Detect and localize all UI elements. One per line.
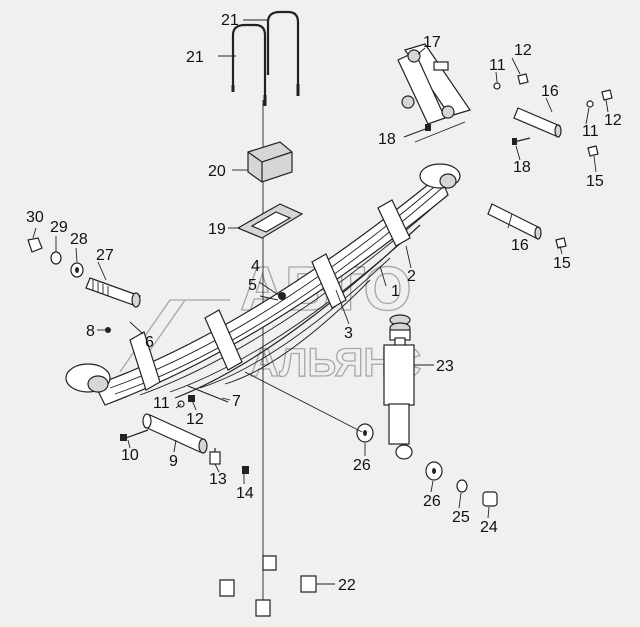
callout-5: 5 <box>248 277 257 294</box>
callout-18-upper: 18 <box>378 131 396 148</box>
callout-4: 4 <box>251 258 260 275</box>
shackle-leader <box>414 121 466 143</box>
nut-30 <box>27 237 43 253</box>
front-pin-9 <box>142 413 208 454</box>
hanger-pin-27 <box>85 277 141 308</box>
callout-22: 22 <box>338 577 356 594</box>
washer-11-right <box>586 100 594 108</box>
leader-lines <box>32 19 609 585</box>
callout-18-lower: 18 <box>513 159 531 176</box>
spring-pad-20 <box>247 141 293 183</box>
callout-1: 1 <box>391 283 400 300</box>
grease-nipple-15-lower <box>555 237 567 249</box>
callout-24: 24 <box>480 519 498 536</box>
callout-27: 27 <box>96 247 114 264</box>
shock-absorber-23 <box>383 314 415 460</box>
nut-12-right <box>601 89 613 101</box>
nut-14 <box>242 466 249 474</box>
callout-23: 23 <box>436 358 454 375</box>
callout-11-upper: 11 <box>489 57 506 74</box>
callout-10: 10 <box>121 447 139 464</box>
washer-25 <box>456 479 468 493</box>
callout-26-right: 26 <box>423 493 441 510</box>
callout-26-left: 26 <box>353 457 371 474</box>
callout-15-upper: 15 <box>586 173 604 190</box>
shock-leader <box>244 371 363 433</box>
callout-14: 14 <box>236 485 254 502</box>
callout-30: 30 <box>26 209 44 226</box>
bolt-18-lower <box>512 137 531 145</box>
callout-21-left: 21 <box>186 49 204 66</box>
spacer-plate-19 <box>236 203 304 239</box>
shackle-17 <box>397 43 471 125</box>
callout-20: 20 <box>208 163 226 180</box>
callout-12-right: 12 <box>604 112 622 129</box>
callout-12-front: 12 <box>186 411 204 428</box>
u-bolt-nuts-22 <box>219 555 317 617</box>
nut-24 <box>482 491 498 507</box>
callout-19: 19 <box>208 221 226 238</box>
rivet-8 <box>105 327 111 333</box>
callout-25: 25 <box>452 509 470 526</box>
callout-labels: 1 2 3 4 5 6 7 8 9 10 11 11 11 12 12 12 1… <box>26 12 622 594</box>
callout-3: 3 <box>344 325 353 342</box>
leaf-spring-1 <box>65 163 461 406</box>
callout-29: 29 <box>50 219 68 236</box>
grease-nipple-15-upper <box>587 145 599 157</box>
bolt-18-upper <box>403 124 431 138</box>
callout-13: 13 <box>209 471 227 488</box>
washer-26-right <box>425 461 443 481</box>
bolt-10 <box>120 429 149 441</box>
washer-11-upper <box>493 82 501 90</box>
callout-11-front: 11 <box>153 395 170 412</box>
nut-12-upper <box>517 73 529 85</box>
callout-12-upper: 12 <box>514 42 532 59</box>
callout-17: 17 <box>423 34 441 51</box>
u-bolt-21 <box>231 10 300 106</box>
washer-28 <box>70 262 84 278</box>
callout-6: 6 <box>145 334 154 351</box>
bolt-7 <box>187 385 229 403</box>
shackle-pin-16-upper <box>513 107 562 138</box>
washer-26-left <box>356 423 374 443</box>
callout-8: 8 <box>86 323 95 340</box>
shackle-pin-16-lower <box>487 203 542 240</box>
callout-16-upper: 16 <box>541 83 559 100</box>
callout-15-lower: 15 <box>553 255 571 272</box>
washer-29 <box>50 251 62 265</box>
callout-11-right: 11 <box>582 123 599 140</box>
callout-28: 28 <box>70 231 88 248</box>
grease-nipple-13 <box>209 448 221 465</box>
callout-9: 9 <box>169 453 178 470</box>
callout-7: 7 <box>232 393 241 410</box>
nut-12-front <box>188 395 195 402</box>
callout-21-top: 21 <box>221 12 239 29</box>
callout-16-lower: 16 <box>511 237 529 254</box>
callout-2: 2 <box>407 268 416 285</box>
